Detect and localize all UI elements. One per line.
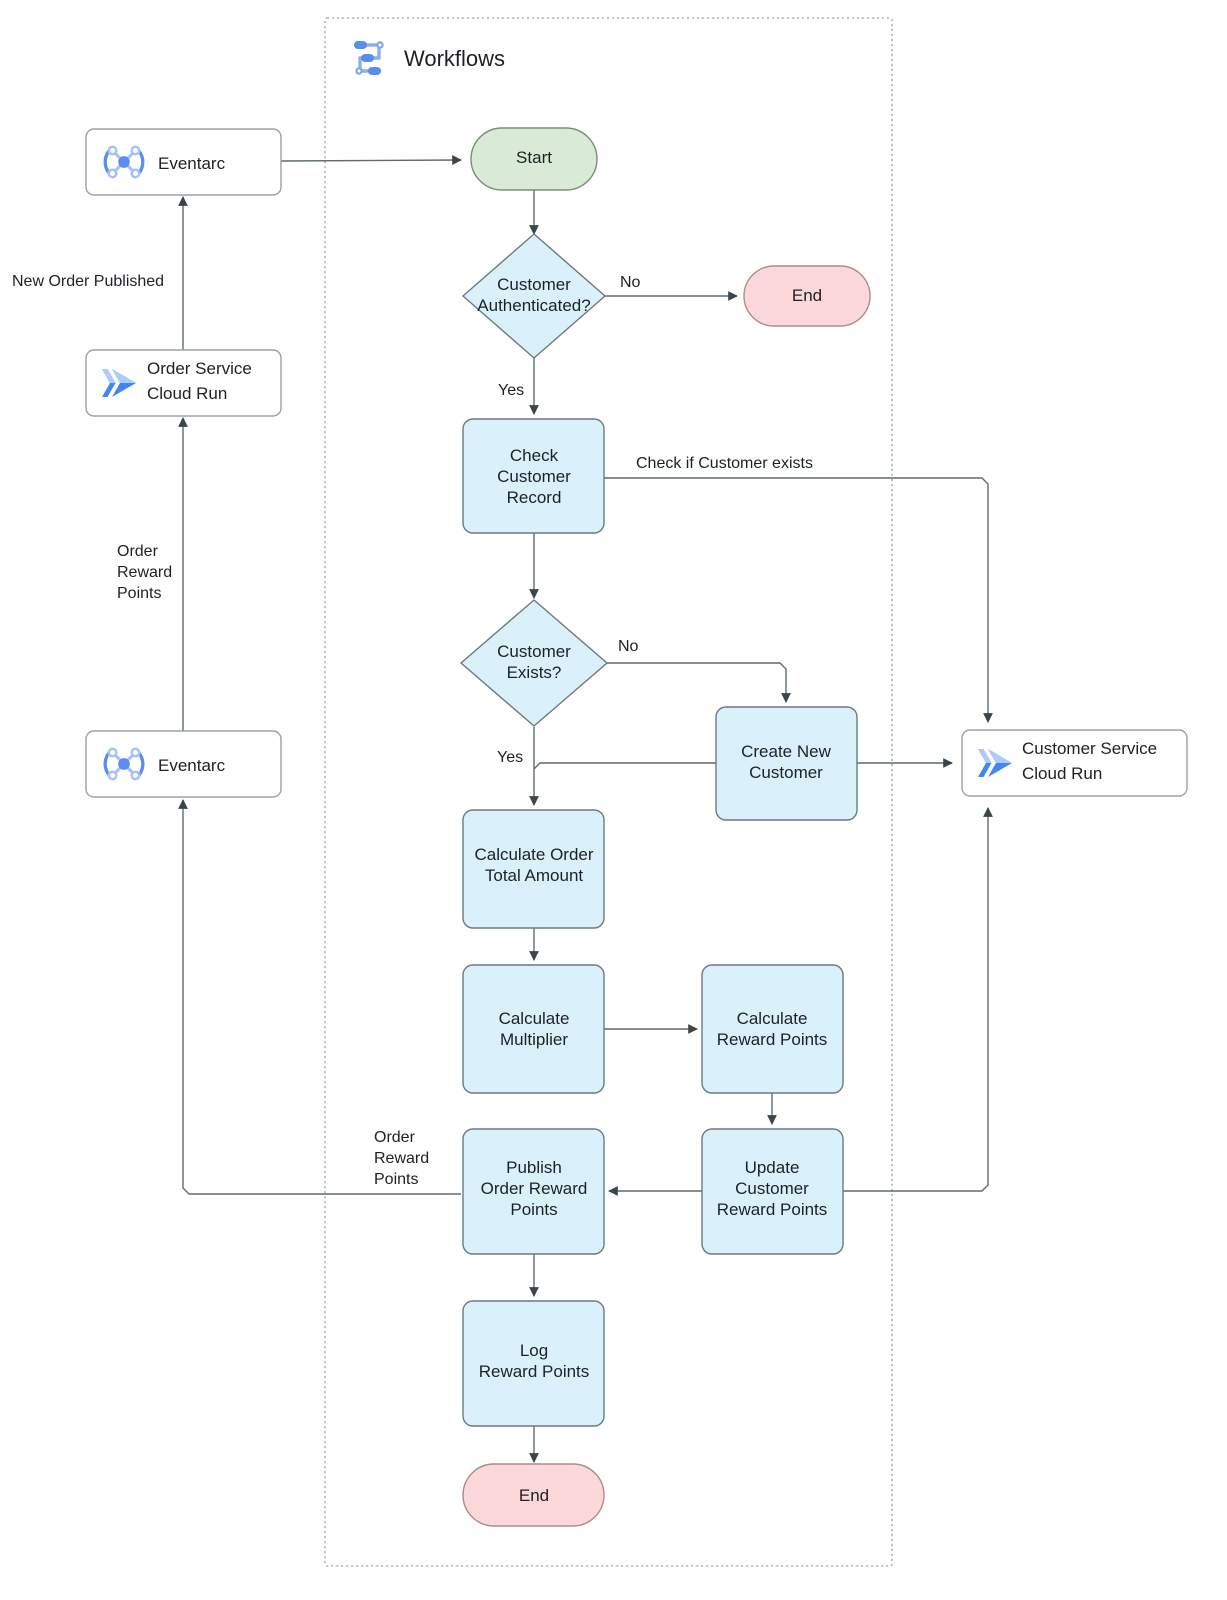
end-top-label: End: [792, 286, 822, 305]
node-calculate-order-total[interactable]: Calculate Order Total Amount: [462, 809, 605, 929]
log-points-shape[interactable]: [462, 1300, 605, 1427]
customer-service-label-line1: Customer Service: [1022, 739, 1157, 758]
order-service-label-line2: Cloud Run: [147, 384, 227, 403]
eventarc-bottom-box[interactable]: [85, 730, 282, 798]
exists-label-line2: Exists?: [507, 663, 562, 682]
edge-label-exists-yes: Yes: [497, 749, 523, 766]
publish-points-shape[interactable]: [462, 1128, 605, 1255]
node-create-new-customer[interactable]: Create New Customer: [715, 706, 858, 821]
publish-points-line2: Order Reward: [481, 1179, 588, 1198]
node-start[interactable]: Start: [470, 127, 598, 191]
node-publish-order-reward-points[interactable]: Publish Order Reward Points: [462, 1128, 605, 1255]
log-points-line1: Log: [520, 1341, 548, 1360]
calc-multiplier-line2: Multiplier: [500, 1030, 568, 1049]
node-update-customer-reward-points[interactable]: Update Customer Reward Points: [701, 1128, 844, 1255]
calc-multiplier-line1: Calculate: [499, 1009, 570, 1028]
auth-decision-shape[interactable]: [461, 233, 607, 359]
edge-label-order-reward-points-2: Reward: [117, 564, 172, 581]
node-check-customer-record[interactable]: Check Customer Record: [462, 418, 605, 534]
edge-label-order-reward-points-b3: Points: [374, 1171, 418, 1188]
edge-labels-layer: New Order Published Order Reward Points …: [12, 273, 813, 1188]
customer-service-box[interactable]: [961, 729, 1188, 797]
publish-points-line3: Points: [510, 1200, 557, 1219]
edge-label-order-reward-points-b1: Order: [374, 1129, 416, 1146]
exists-decision-shape[interactable]: [459, 599, 609, 727]
order-service-label-line1: Order Service: [147, 359, 252, 378]
update-customer-shape[interactable]: [701, 1128, 844, 1255]
edge-label-order-reward-points-1: Order: [117, 543, 159, 560]
node-calculate-multiplier[interactable]: Calculate Multiplier: [462, 964, 605, 1094]
node-calculate-reward-points[interactable]: Calculate Reward Points: [701, 964, 844, 1094]
workflows-icon: [352, 39, 385, 77]
create-customer-line2: Customer: [749, 763, 823, 782]
exists-label-line1: Customer: [497, 642, 571, 661]
node-eventarc-top[interactable]: Eventarc: [85, 128, 282, 196]
edge-update-to-customer-service: [843, 807, 993, 1192]
customer-service-label-line2: Cloud Run: [1022, 764, 1102, 783]
edge-label-order-reward-points-3: Points: [117, 585, 161, 602]
edge-create-customer-left-stub: [533, 762, 716, 770]
node-log-reward-points[interactable]: Log Reward Points: [462, 1300, 605, 1427]
node-end-bottom[interactable]: End: [462, 1463, 605, 1527]
edge-check-to-customer-service: [604, 477, 993, 723]
end-top-shape[interactable]: [743, 265, 871, 327]
calc-total-shape[interactable]: [462, 809, 605, 929]
edge-label-order-reward-points-b2: Reward: [374, 1150, 429, 1167]
auth-label-line2: Authenticated?: [477, 296, 590, 315]
update-customer-line2: Customer: [735, 1179, 809, 1198]
workflows-group-box: [324, 17, 893, 1567]
node-customer-service-cloud-run[interactable]: Customer Service Cloud Run: [961, 729, 1188, 797]
create-customer-shape[interactable]: [715, 706, 858, 821]
eventarc-top-box[interactable]: [85, 128, 282, 196]
node-order-service-cloud-run[interactable]: Order Service Cloud Run: [85, 349, 282, 417]
calc-reward-shape[interactable]: [701, 964, 844, 1094]
workflows-group-label: Workflows: [404, 46, 505, 71]
edge-eventarc-to-start: [280, 155, 462, 165]
calc-reward-line2: Reward Points: [717, 1030, 828, 1049]
end-bottom-shape[interactable]: [462, 1463, 605, 1527]
update-customer-line1: Update: [745, 1158, 800, 1177]
check-record-line3: Record: [507, 488, 562, 507]
log-points-line2: Reward Points: [479, 1362, 590, 1381]
check-record-line2: Customer: [497, 467, 571, 486]
check-record-line1: Check: [510, 446, 559, 465]
edges-layer: [178, 155, 993, 1463]
edge-exists-no-to-create: [607, 662, 791, 703]
eventarc-top-label: Eventarc: [158, 154, 226, 173]
edge-publish-to-eventarc-bottom: [178, 799, 461, 1195]
update-customer-line3: Reward Points: [717, 1200, 828, 1219]
node-customer-authenticated[interactable]: Customer Authenticated?: [461, 233, 607, 359]
create-customer-line1: Create New: [741, 742, 831, 761]
edge-label-new-order-published: New Order Published: [12, 273, 164, 290]
workflows-group-header: Workflows: [352, 39, 505, 77]
edge-label-check-if-customer-exists: Check if Customer exists: [636, 455, 813, 472]
calc-total-line1: Calculate Order: [474, 845, 593, 864]
node-end-top[interactable]: End: [743, 265, 871, 327]
node-eventarc-bottom[interactable]: Eventarc: [85, 730, 282, 798]
start-shape[interactable]: [470, 127, 598, 191]
start-label: Start: [516, 148, 552, 167]
calc-multiplier-shape[interactable]: [462, 964, 605, 1094]
auth-label-line1: Customer: [497, 275, 571, 294]
edge-label-auth-yes: Yes: [498, 382, 524, 399]
publish-points-line1: Publish: [506, 1158, 562, 1177]
edge-label-auth-no: No: [620, 274, 641, 291]
calc-total-line2: Total Amount: [485, 866, 584, 885]
check-record-shape[interactable]: [462, 418, 605, 534]
calc-reward-line1: Calculate: [737, 1009, 808, 1028]
end-bottom-label: End: [519, 1486, 549, 1505]
eventarc-bottom-label: Eventarc: [158, 756, 226, 775]
order-service-box[interactable]: [85, 349, 282, 417]
node-customer-exists[interactable]: Customer Exists?: [459, 599, 609, 727]
edge-label-exists-no: No: [618, 638, 639, 655]
